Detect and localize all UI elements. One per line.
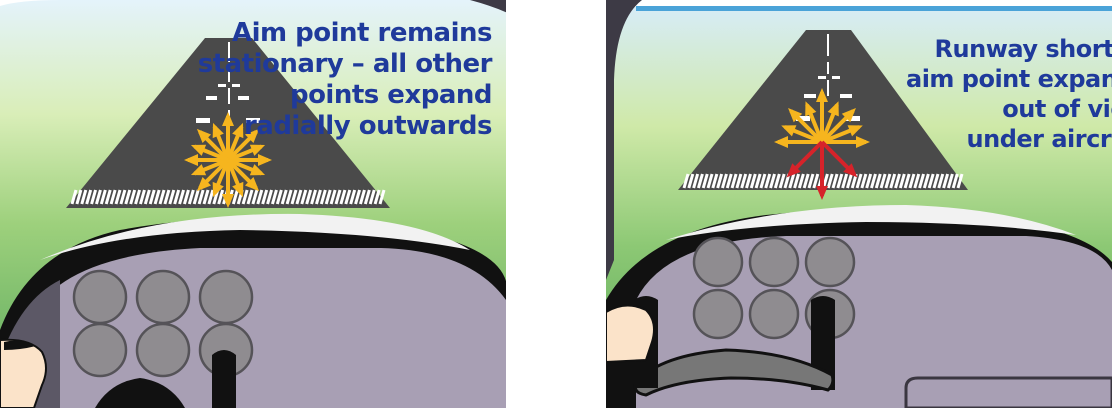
left-cockpit-view: Aim point remains stationary – all other…: [0, 0, 506, 408]
caption-left-line-1: Aim point remains: [198, 18, 492, 49]
caption-right-line-3: out of view: [906, 94, 1112, 124]
caption-right-line-1: Runway short of: [906, 34, 1112, 64]
yoke-column: [212, 350, 236, 408]
caption-left-line-4: radially outwards: [198, 111, 492, 142]
caption-left-line-2: stationary – all other: [198, 49, 492, 80]
pilot-hand: [606, 305, 654, 362]
right-cockpit-view: Runway short of aim point expands out of…: [606, 0, 1112, 408]
caption-right-line-2: aim point expands: [906, 64, 1112, 94]
caption-right-line-4: under aircraft: [906, 124, 1112, 154]
caption-left-line-3: points expand: [198, 80, 492, 111]
caption-left: Aim point remains stationary – all other…: [198, 18, 492, 142]
caption-right: Runway short of aim point expands out of…: [906, 34, 1112, 154]
sky-band: [636, 6, 1112, 11]
